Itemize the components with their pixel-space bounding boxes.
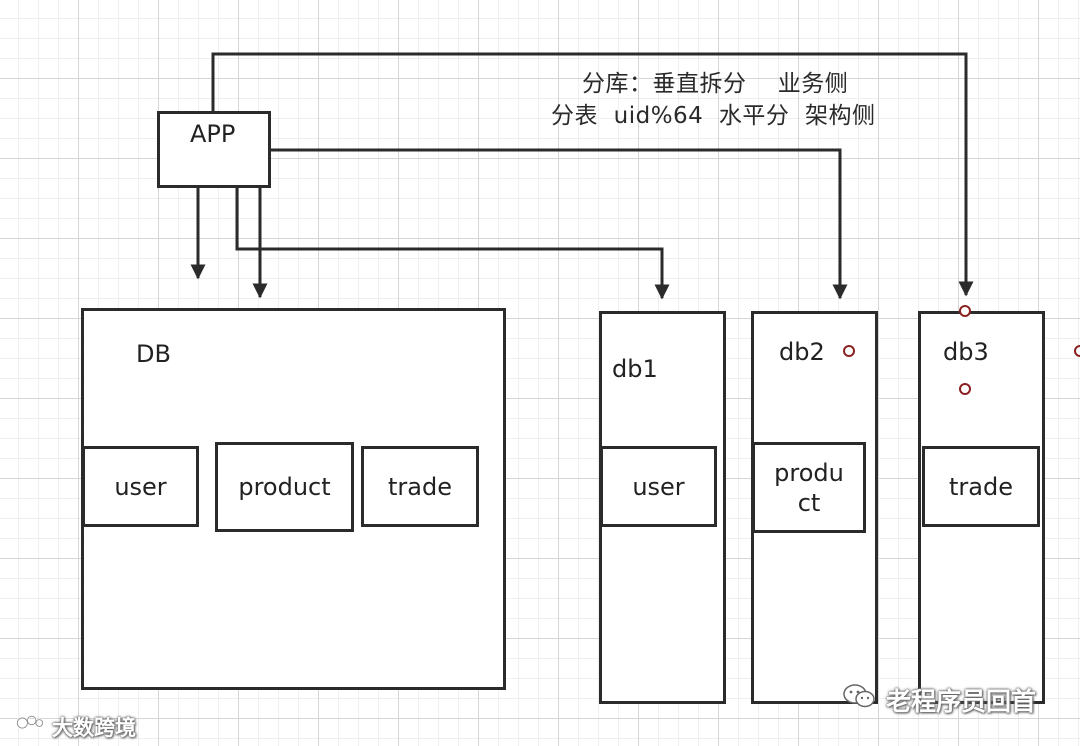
brand-logo-icon <box>16 714 44 730</box>
watermark-left: 大数跨境 <box>52 716 136 740</box>
db2-table-line2: ct <box>797 488 821 517</box>
db1-table-user: user <box>600 446 717 527</box>
marker-db3-top <box>959 305 971 317</box>
db2-table-product: produ ct <box>752 442 866 533</box>
marker-db2 <box>843 345 855 357</box>
db1-label: db1 <box>612 355 658 383</box>
marker-db3-middle <box>959 383 971 395</box>
connector-app-db1 <box>235 187 670 300</box>
db-main-label: DB <box>136 340 171 368</box>
watermark-right: 老程序员回首 <box>886 687 1037 716</box>
db-main-table-trade: trade <box>361 446 479 527</box>
app-box <box>157 111 271 188</box>
note-horizontal-split: 分表 uid%64 水平分 架构侧 <box>551 103 876 129</box>
note-vertical-split: 分库：垂直拆分 业务侧 <box>582 71 849 97</box>
db2-table-line1: produ <box>774 458 844 487</box>
wechat-icon <box>843 684 875 708</box>
connector-app-db3 <box>211 52 974 297</box>
db2-label: db2 <box>779 338 825 366</box>
db3-label: db3 <box>943 338 989 366</box>
connector-app-db2 <box>270 148 848 300</box>
marker-edge <box>1074 345 1080 357</box>
app-label: APP <box>190 120 236 148</box>
db-main-table-product: product <box>215 442 354 532</box>
db-main-table-user: user <box>82 446 199 527</box>
db3-table-trade: trade <box>922 446 1040 527</box>
